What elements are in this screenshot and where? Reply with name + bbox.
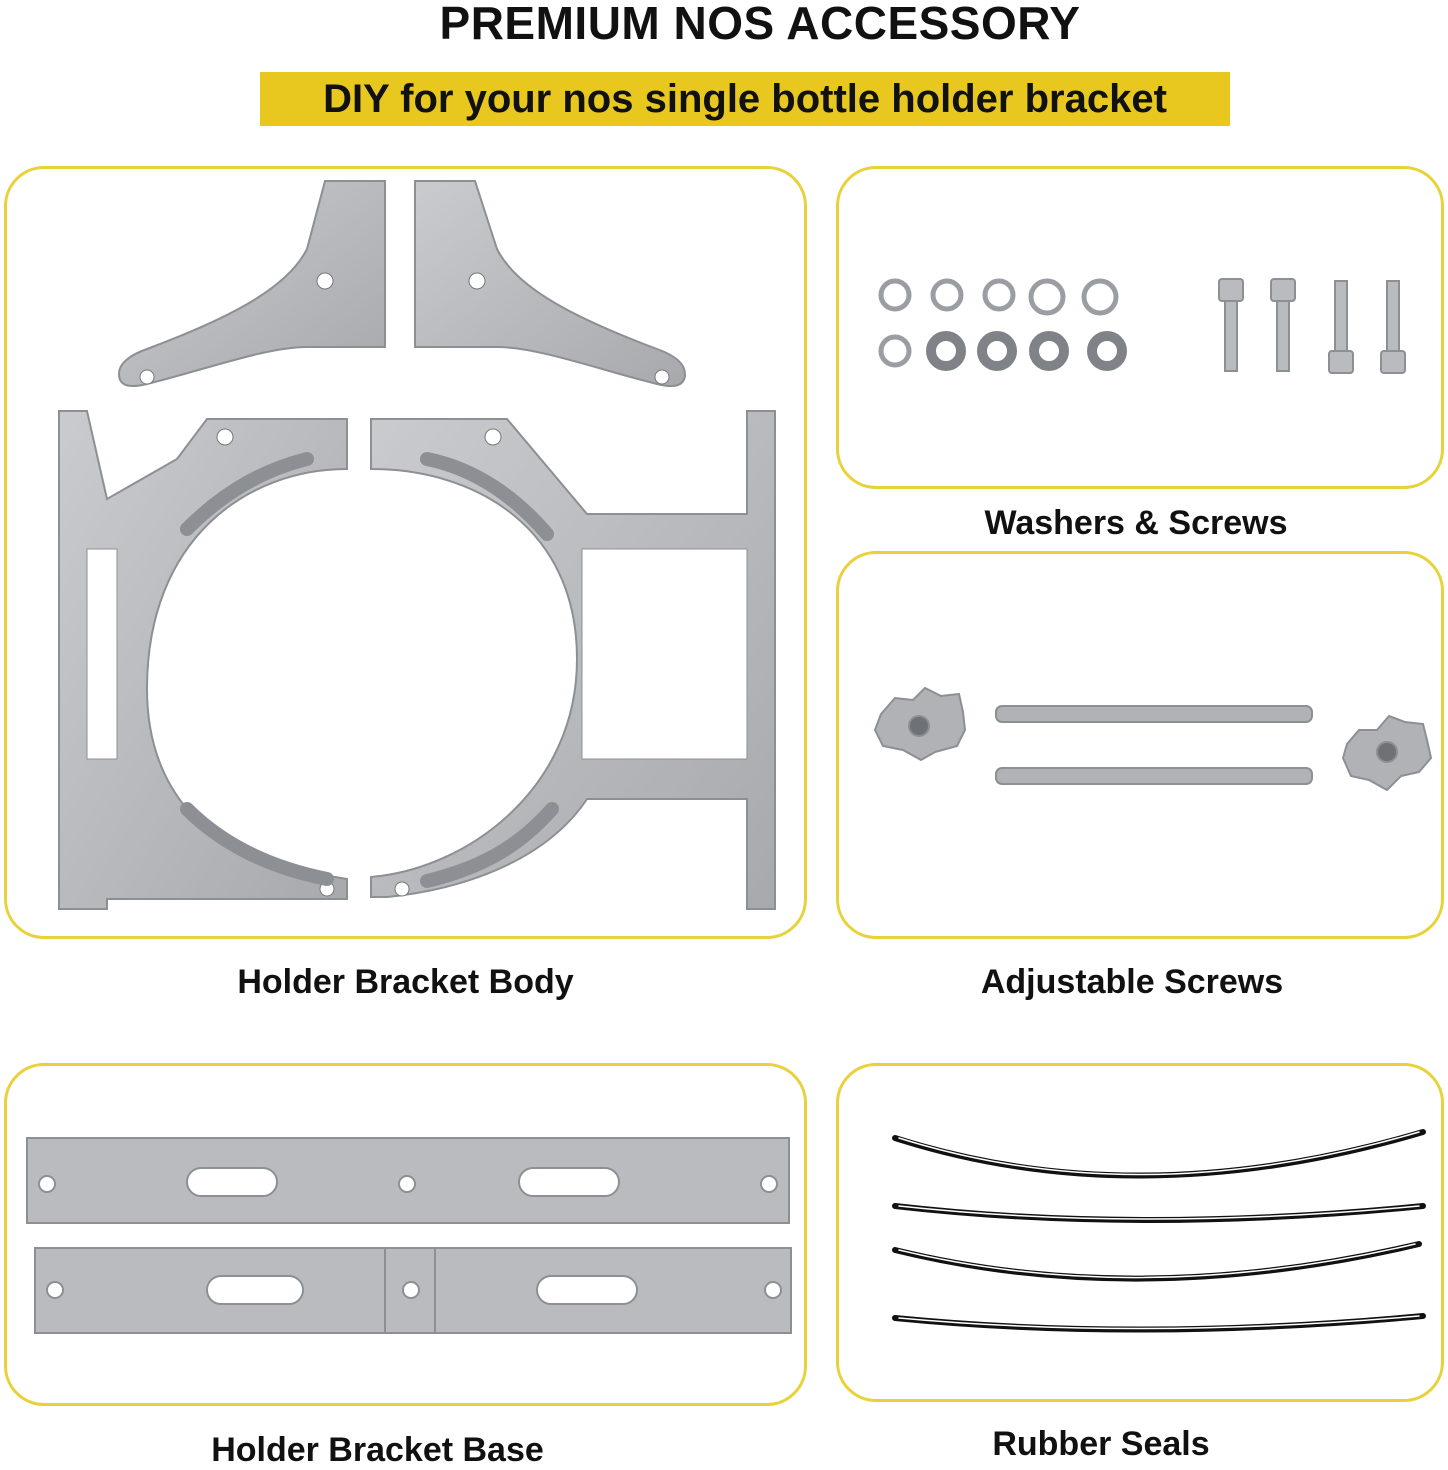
subtitle-banner: DIY for your nos single bottle holder br… <box>260 72 1230 126</box>
subtitle-text: DIY for your nos single bottle holder br… <box>323 77 1167 121</box>
panel-holder-bracket-body <box>4 166 807 939</box>
adjustable-screws-illustration <box>873 686 1433 792</box>
washers-screws-illustration <box>878 278 1406 374</box>
caption-holder-bracket-base: Holder Bracket Base <box>211 1431 544 1469</box>
caption-rubber-seals: Rubber Seals <box>992 1425 1210 1463</box>
caption-washers-screws: Washers & Screws <box>984 504 1288 542</box>
caption-adjustable-screws: Adjustable Screws <box>980 963 1284 1001</box>
panel-washers-screws <box>836 166 1444 489</box>
panel-rubber-seals <box>836 1063 1444 1402</box>
panel-adjustable-screws <box>836 551 1444 939</box>
rubber-seals-illustration <box>892 1129 1426 1333</box>
caption-holder-bracket-body: Holder Bracket Body <box>237 963 574 1001</box>
bracket-body-illustration <box>58 180 776 910</box>
bracket-base-illustration <box>26 1137 792 1334</box>
page-title: PREMIUM NOS ACCESSORY <box>439 0 1081 49</box>
panel-holder-bracket-base <box>4 1063 807 1406</box>
